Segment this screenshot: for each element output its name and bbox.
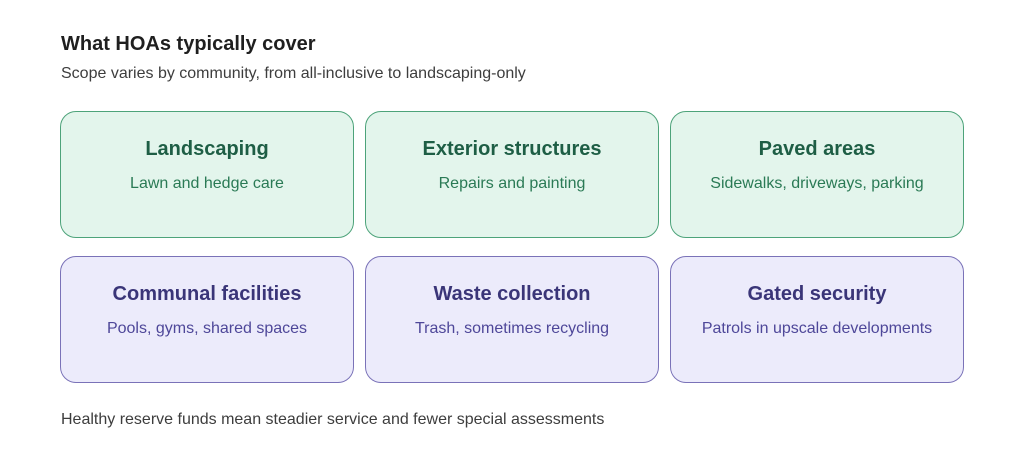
card-description: Trash, sometimes recycling — [414, 320, 610, 337]
diagram-footnote: Healthy reserve funds mean steadier serv… — [61, 411, 605, 428]
card-description: Sidewalks, driveways, parking — [710, 175, 924, 192]
card-title: Landscaping — [145, 138, 269, 160]
card-description: Repairs and painting — [438, 175, 586, 192]
coverage-grid: Landscaping Lawn and hedge care Exterior… — [60, 111, 964, 383]
card-title: Paved areas — [758, 138, 876, 160]
diagram-subtitle: Scope varies by community, from all-incl… — [61, 65, 526, 82]
card-description: Patrols in upscale developments — [701, 320, 933, 337]
card-exterior-structures: Exterior structures Repairs and painting — [365, 111, 659, 238]
card-title: Gated security — [747, 283, 887, 305]
card-paved-areas: Paved areas Sidewalks, driveways, parkin… — [670, 111, 964, 238]
card-waste-collection: Waste collection Trash, sometimes recycl… — [365, 256, 659, 383]
card-title: Waste collection — [433, 283, 591, 305]
card-communal-facilities: Communal facilities Pools, gyms, shared … — [60, 256, 354, 383]
card-gated-security: Gated security Patrols in upscale develo… — [670, 256, 964, 383]
card-description: Lawn and hedge care — [130, 175, 284, 192]
card-landscaping: Landscaping Lawn and hedge care — [60, 111, 354, 238]
diagram-title: What HOAs typically cover — [61, 33, 316, 55]
card-description: Pools, gyms, shared spaces — [106, 320, 308, 337]
card-title: Communal facilities — [112, 283, 302, 305]
card-title: Exterior structures — [422, 138, 602, 160]
